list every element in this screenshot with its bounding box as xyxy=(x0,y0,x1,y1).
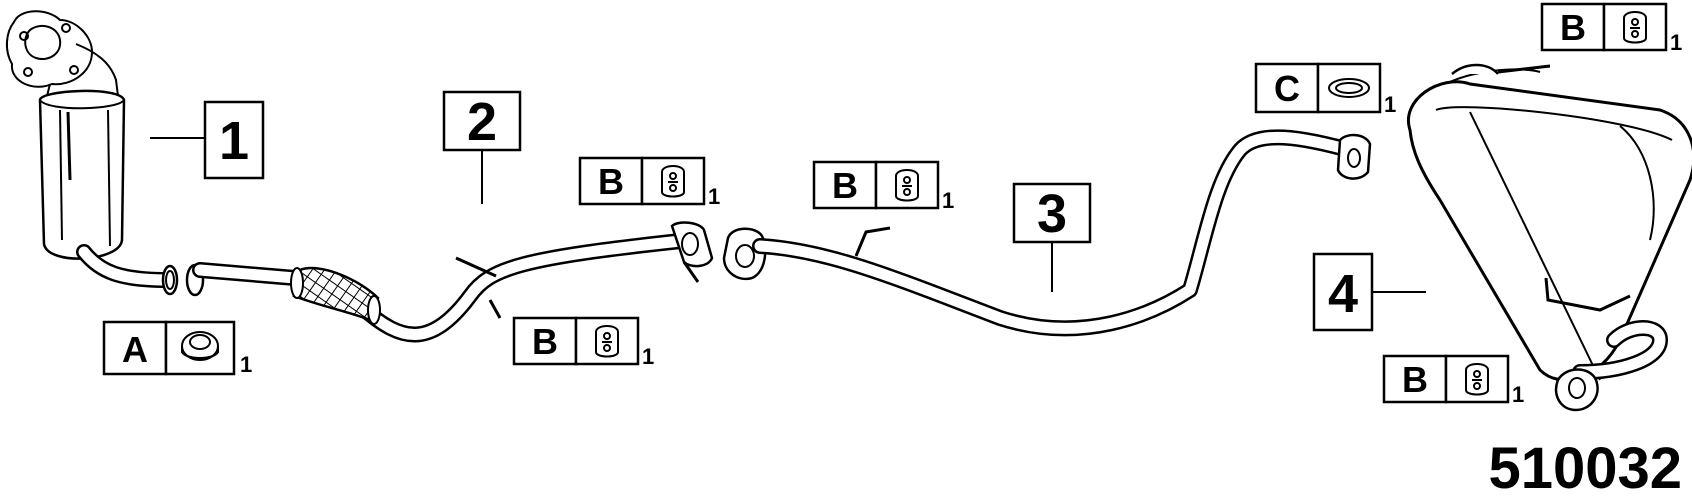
fitting-letter: B xyxy=(1560,7,1586,48)
fitting-letter: A xyxy=(122,329,148,370)
gasket-ring-icon xyxy=(181,331,219,361)
part-callout-3: 3 xyxy=(1012,182,1092,292)
flex-bellows xyxy=(290,266,381,325)
catalytic-converter xyxy=(6,10,179,296)
fitting-qty: 1 xyxy=(1384,92,1396,117)
fitting-badge-b-4: B 1 xyxy=(1540,2,1682,55)
fitting-qty: 1 xyxy=(942,188,954,213)
part-number-3: 3 xyxy=(1037,184,1067,244)
fitting-badge-b-5: B 1 xyxy=(1382,354,1524,407)
part-number-2: 2 xyxy=(467,92,497,152)
fitting-qty: 1 xyxy=(240,352,252,377)
fitting-badge-b-2: B 1 xyxy=(512,316,654,369)
fitting-qty: 1 xyxy=(708,184,720,209)
fitting-letter: B xyxy=(832,165,858,206)
fitting-badge-c: C 1 xyxy=(1254,62,1396,117)
fitting-badge-b-1: B 1 xyxy=(578,156,720,209)
fitting-letter: C xyxy=(1274,68,1300,109)
fitting-letter: B xyxy=(598,161,624,202)
fitting-badge-b-3: B 1 xyxy=(812,160,954,213)
fitting-qty: 1 xyxy=(642,344,654,369)
intermediate-pipe xyxy=(722,129,1372,337)
fitting-qty: 1 xyxy=(1670,30,1682,55)
fitting-letter: B xyxy=(1402,359,1428,400)
part-callout-2: 2 xyxy=(442,90,522,204)
rubber-hanger-icon xyxy=(1465,363,1489,396)
rubber-hanger-icon xyxy=(661,165,685,198)
part-number-4: 4 xyxy=(1328,264,1358,324)
fitting-letter: B xyxy=(532,321,558,362)
front-pipe xyxy=(185,221,714,343)
rear-silencer xyxy=(1406,63,1692,412)
rubber-hanger-icon xyxy=(1623,11,1647,44)
rubber-hanger-icon xyxy=(895,169,919,202)
rubber-hanger-icon xyxy=(595,325,619,358)
part-callout-1: 1 xyxy=(150,100,265,180)
part-callout-4: 4 xyxy=(1312,252,1426,332)
flat-gasket-icon xyxy=(1328,78,1370,98)
diagram-id-number: 510032 xyxy=(1488,436,1682,501)
fitting-qty: 1 xyxy=(1512,382,1524,407)
part-number-1: 1 xyxy=(219,111,249,171)
fitting-badge-a: A 1 xyxy=(102,320,252,377)
